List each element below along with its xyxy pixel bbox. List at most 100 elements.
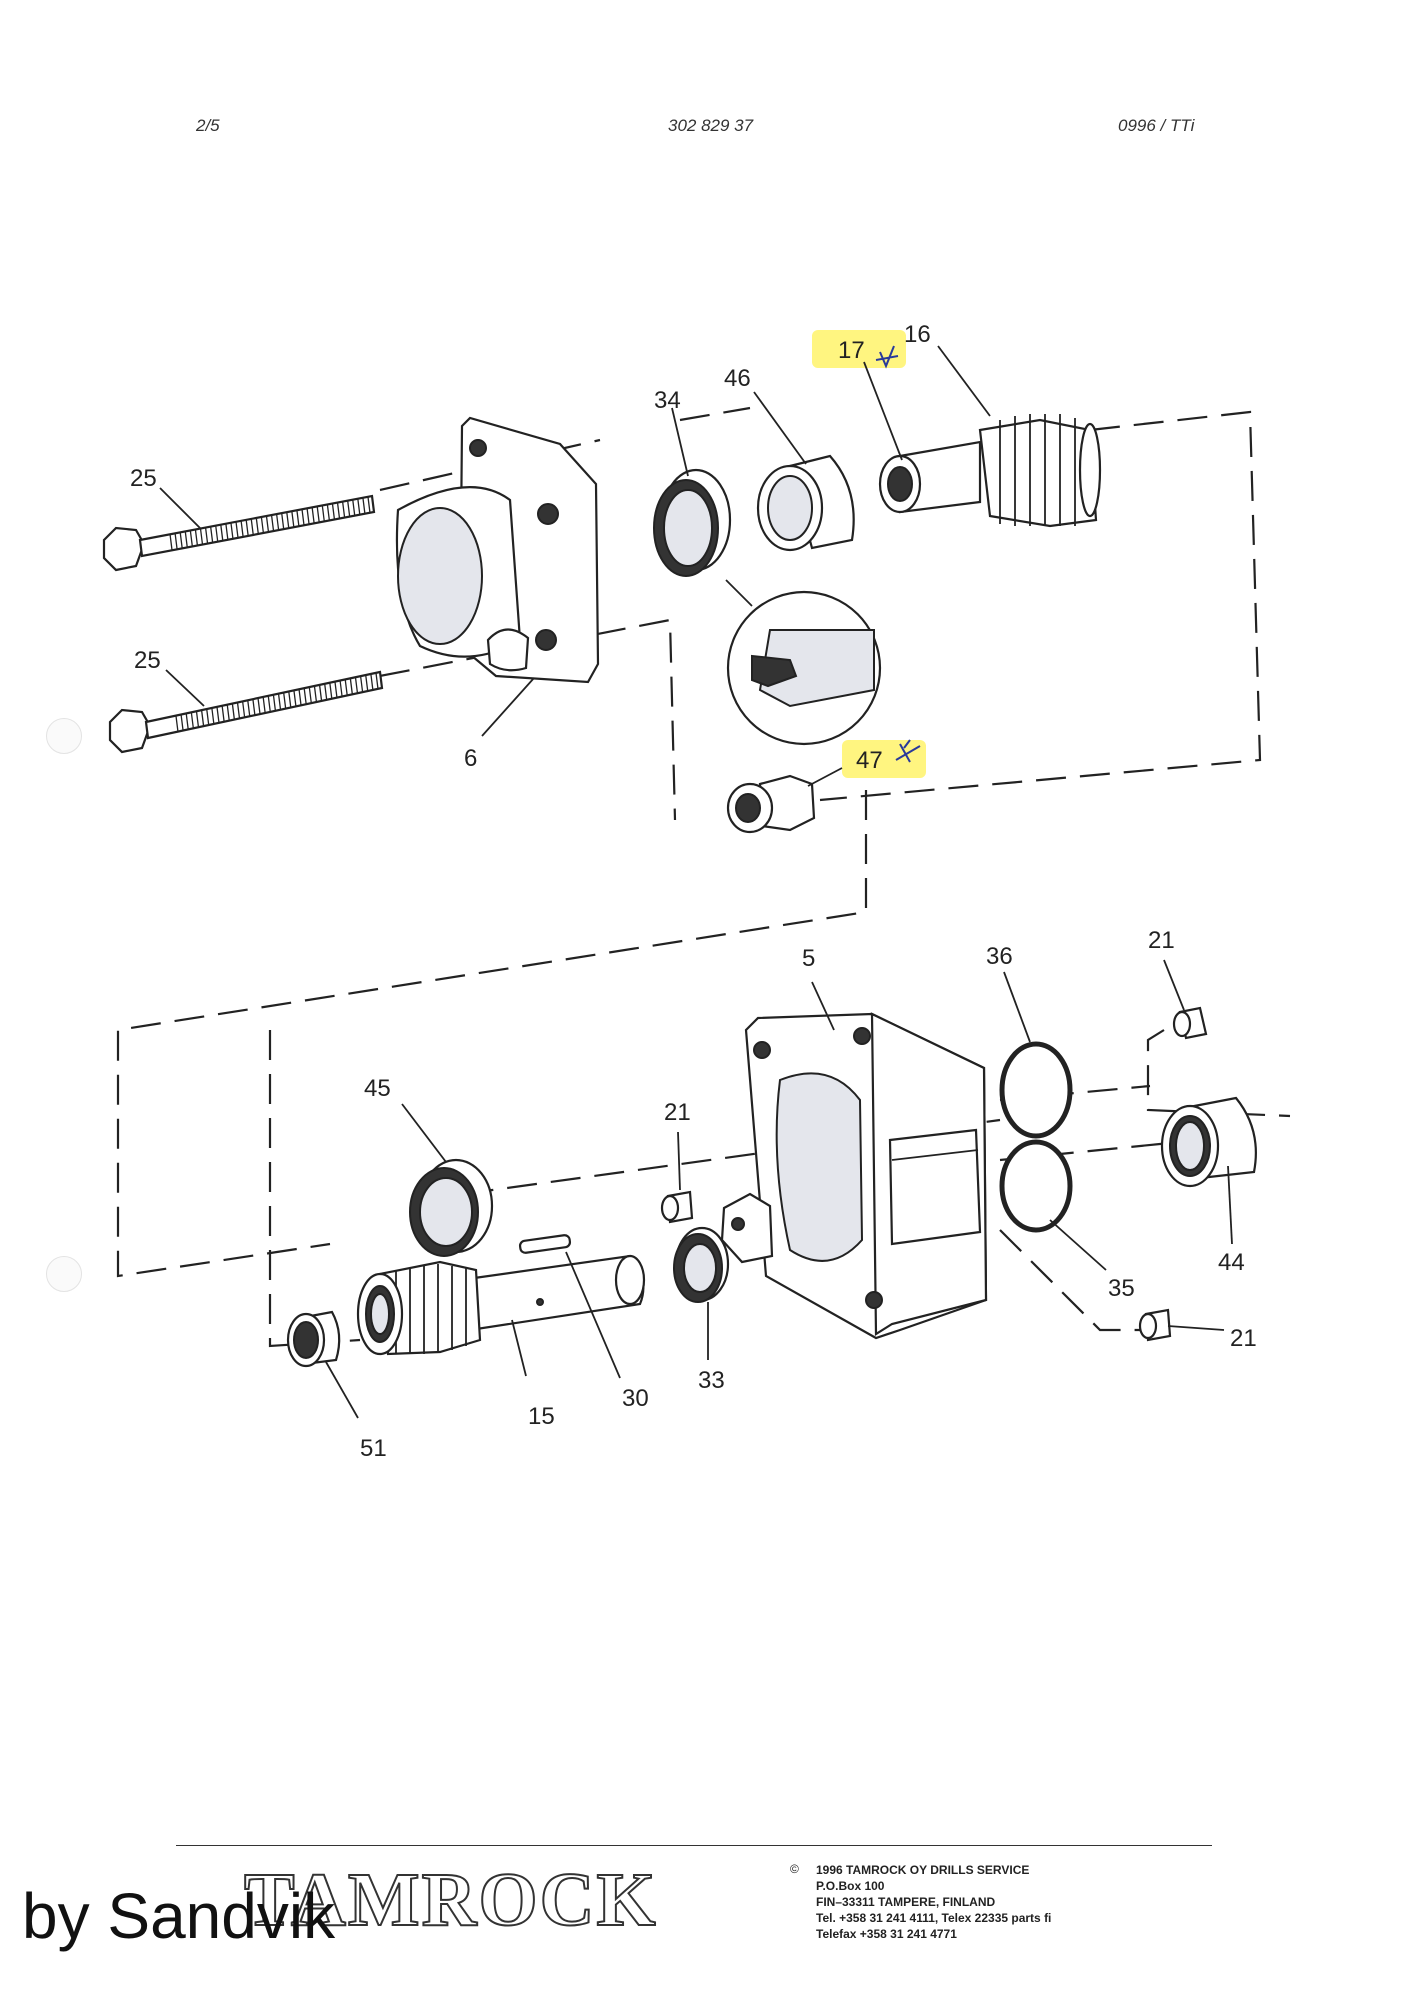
document-number: 302 829 37 xyxy=(668,116,754,135)
bolt-thread xyxy=(316,506,320,523)
bolt-thread xyxy=(324,683,328,701)
callout-21-top: 21 xyxy=(1148,927,1175,954)
pen-mark-47 xyxy=(895,739,921,763)
bushing-44 xyxy=(1160,1096,1257,1188)
bolt-thread xyxy=(221,705,225,723)
callout-30: 30 xyxy=(622,1385,649,1412)
bolt-thread xyxy=(272,694,277,712)
bolt-thread xyxy=(230,522,234,539)
axis-line xyxy=(999,1140,1181,1162)
bolt-thread xyxy=(329,682,333,700)
key-30 xyxy=(518,1234,572,1254)
copyright-symbol: © xyxy=(790,1862,799,1876)
bolt-thread xyxy=(277,693,282,711)
bolt-thread xyxy=(169,533,173,551)
dowel-pin-21-middle xyxy=(660,1190,694,1224)
contact-line: 1996 TAMROCK OY DRILLS SERVICE xyxy=(816,1863,1030,1877)
bolt-thread xyxy=(247,700,251,717)
highlight-47 xyxy=(842,740,926,778)
bolt-thread xyxy=(357,498,361,515)
publisher-contact: 1996 TAMROCK OY DRILLS SERVICE P.O.Box 1… xyxy=(816,1862,1051,1942)
callout-15: 15 xyxy=(528,1403,555,1430)
punch-hole-upper xyxy=(46,718,82,754)
bolt-thread xyxy=(199,528,204,545)
flange-housing-6 xyxy=(395,416,600,684)
bolt-thread xyxy=(190,712,195,729)
bolt-thread xyxy=(359,676,364,693)
bolt-thread xyxy=(236,702,241,719)
bolt-thread xyxy=(270,514,275,532)
bolt-thread xyxy=(293,690,297,707)
bolt-thread xyxy=(298,689,302,706)
callout-51: 51 xyxy=(360,1435,387,1462)
bolt-thread xyxy=(225,523,229,540)
callout-44: 44 xyxy=(1218,1249,1245,1276)
bolt-thread xyxy=(339,680,343,697)
contact-line: P.O.Box 100 xyxy=(816,1879,885,1893)
bolt-thread xyxy=(235,521,239,538)
bolt-thread xyxy=(245,519,249,536)
revision-code: 0996 / TTi xyxy=(1118,116,1195,135)
bolt-thread xyxy=(265,515,270,533)
bolt-thread xyxy=(352,499,356,516)
gear-shaft-16 xyxy=(878,414,1102,528)
bolt-thread xyxy=(195,711,200,728)
bolt-thread xyxy=(303,688,307,705)
contact-line: Telefax +358 31 241 4771 xyxy=(816,1927,957,1941)
bolt-thread xyxy=(283,692,287,709)
bolt-thread xyxy=(301,509,305,526)
bolt-thread xyxy=(260,516,265,534)
callout-5: 5 xyxy=(802,945,815,972)
bushing-46 xyxy=(756,454,855,552)
bolt-thread xyxy=(354,677,359,694)
pump-body-5 xyxy=(720,1012,988,1340)
bolt-thread xyxy=(242,701,246,718)
bolt-thread xyxy=(281,513,285,530)
bolt-thread xyxy=(250,518,254,535)
callout-46: 46 xyxy=(724,365,751,392)
bolt-thread xyxy=(288,691,292,708)
bolt-thread xyxy=(206,709,210,726)
gear-shaft-15 xyxy=(356,1254,646,1356)
punch-hole-lower xyxy=(46,1256,82,1292)
page-number: 2/5 xyxy=(196,116,220,135)
callout-47: 47 xyxy=(856,747,883,774)
seal-45 xyxy=(409,1158,494,1257)
bolt-thread xyxy=(331,503,336,520)
bolt-thread xyxy=(209,526,214,543)
bolt-thread xyxy=(231,703,236,720)
bolt-thread xyxy=(344,679,348,696)
bolt-thread xyxy=(367,496,371,514)
callout-36: 36 xyxy=(986,943,1013,970)
callout-25-lower: 25 xyxy=(134,647,161,674)
bushing-51 xyxy=(286,1310,341,1368)
callout-45: 45 xyxy=(364,1075,391,1102)
callout-33: 33 xyxy=(698,1367,725,1394)
callout-34: 34 xyxy=(654,387,681,414)
o-ring-35 xyxy=(999,1139,1073,1233)
bolt-thread xyxy=(375,672,379,690)
axis-line xyxy=(116,790,868,1278)
bolt-thread xyxy=(291,511,295,528)
callout-16: 16 xyxy=(904,321,931,348)
watermark-text: by Sandvik xyxy=(22,1880,336,1952)
bolt-thread xyxy=(362,497,366,515)
axis-line xyxy=(999,1229,1160,1332)
bolt-thread xyxy=(174,532,178,550)
bolt-25-upper xyxy=(102,494,376,572)
bolt-thread xyxy=(175,715,179,733)
bolt-thread xyxy=(311,507,315,524)
bolt-thread xyxy=(336,502,341,519)
bolt-thread xyxy=(220,524,224,541)
dowel-pin-21-bottom xyxy=(1138,1308,1172,1342)
pen-mark-17 xyxy=(875,345,899,369)
bolt-thread xyxy=(313,686,318,703)
bolt-thread xyxy=(189,530,193,547)
bolt-thread xyxy=(308,687,312,704)
callout-25-upper: 25 xyxy=(130,465,157,492)
bolt-thread xyxy=(184,531,188,548)
callout-35: 35 xyxy=(1108,1275,1135,1302)
callout-6: 6 xyxy=(464,745,477,772)
bolt-thread xyxy=(185,713,189,730)
leader-lines xyxy=(159,345,1233,1419)
